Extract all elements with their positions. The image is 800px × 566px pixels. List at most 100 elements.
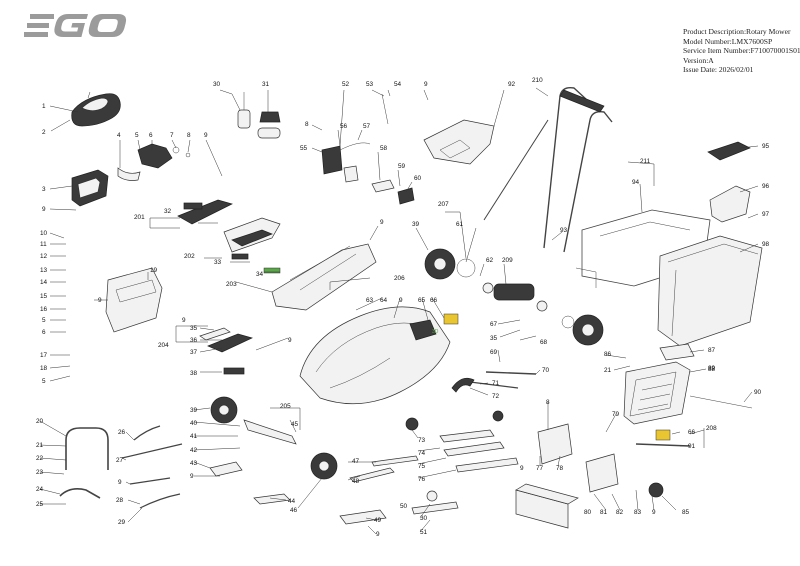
part-lower-handle-tube	[65, 427, 109, 470]
part-77-plate	[537, 423, 573, 465]
callout-202: 202	[184, 253, 195, 260]
callout-39: 39	[412, 221, 420, 228]
callout-40: 40	[190, 420, 198, 427]
part-38-label	[223, 367, 245, 375]
product-description: Product Description:Rotary Mower	[683, 27, 791, 36]
callout-26: 26	[118, 429, 126, 436]
callout-79: 79	[612, 411, 620, 418]
callout-39b: 39	[190, 407, 198, 414]
callout-44: 44	[288, 498, 296, 505]
callout-20: 20	[36, 418, 44, 425]
callout-5: 5	[42, 317, 46, 324]
callout-83: 83	[634, 509, 642, 516]
callout-9a: 9	[42, 206, 46, 213]
callout-211: 211	[640, 158, 651, 165]
callout-76: 76	[418, 476, 426, 483]
callout-73: 73	[418, 437, 426, 444]
callout-8a: 8	[187, 132, 191, 139]
callout-23: 23	[36, 469, 44, 476]
callout-21b: 21	[36, 442, 44, 449]
callout-9k: 9	[520, 465, 524, 472]
callout-66a: 66	[430, 297, 438, 304]
callout-68: 68	[540, 339, 548, 346]
callout-78: 78	[556, 465, 564, 472]
part-206-deck	[299, 306, 451, 405]
callout-64: 64	[380, 297, 388, 304]
part-205-height-bracket	[243, 419, 297, 445]
part-72-arc	[451, 377, 475, 393]
callout-91: 91	[688, 443, 696, 450]
part-209-gearbox	[482, 282, 548, 312]
callout-207: 207	[438, 201, 449, 208]
callout-35a: 35	[490, 335, 498, 342]
part-32-label	[183, 202, 203, 210]
part-control-board	[321, 93, 415, 205]
callout-5b: 5	[42, 378, 46, 385]
callout-54: 54	[394, 81, 402, 88]
part-73-gear	[405, 417, 419, 431]
callout-82: 82	[616, 509, 624, 516]
callout-27: 27	[116, 457, 124, 464]
callout-80: 80	[584, 509, 592, 516]
callout-203: 203	[226, 281, 237, 288]
callout-36: 36	[190, 337, 198, 344]
callout-29: 29	[118, 519, 126, 526]
part-ring-80	[561, 315, 575, 329]
callout-60: 60	[414, 175, 422, 182]
part-210-handle	[483, 86, 613, 253]
callout-19: 19	[150, 267, 158, 274]
callout-71: 71	[492, 380, 500, 387]
part-98-grass-bag	[657, 235, 763, 347]
callout-35b: 35	[190, 325, 198, 332]
callout-31: 31	[262, 81, 270, 88]
callout-4: 4	[117, 132, 121, 139]
callout-1: 1	[42, 103, 46, 110]
callout-49: 49	[374, 517, 382, 524]
callout-30a: 30	[213, 81, 221, 88]
callout-37: 37	[190, 349, 198, 356]
callout-43: 43	[190, 460, 198, 467]
callout-65: 65	[418, 297, 426, 304]
model-number: Model Number:LMX7600SP	[683, 36, 773, 46]
callout-51: 51	[420, 529, 428, 536]
callout-208: 208	[706, 425, 717, 432]
callout-81: 81	[600, 509, 608, 516]
part-96-cap	[709, 185, 751, 223]
callout-2: 2	[42, 129, 46, 136]
callout-34: 34	[256, 271, 264, 278]
callout-98: 98	[762, 241, 770, 248]
callout-9g: 9	[288, 337, 292, 344]
part-85-wheel-hub	[648, 482, 664, 498]
callout-9m: 9	[118, 479, 122, 486]
callout-95: 95	[762, 143, 770, 150]
part-battery-tray	[105, 267, 163, 333]
callout-57: 57	[363, 123, 371, 130]
callout-209: 209	[502, 257, 513, 264]
part-wheel-rear-left	[424, 248, 456, 280]
part-80-deflector-top	[515, 483, 579, 505]
part-44-plate	[253, 493, 291, 505]
part-66-warning-label-right	[655, 429, 671, 441]
part-50-blade	[411, 501, 459, 515]
callout-56: 56	[340, 123, 348, 130]
callout-12: 12	[40, 253, 48, 260]
callout-63: 63	[366, 297, 374, 304]
callout-24: 24	[36, 486, 44, 493]
callout-87: 87	[708, 347, 716, 354]
part-47-blade	[371, 455, 419, 467]
callout-59: 59	[398, 163, 406, 170]
callout-9j: 9	[376, 531, 380, 538]
service-item-number: Service Item Number:F710070001S01	[683, 46, 800, 56]
part-30-hub	[426, 490, 438, 502]
callout-53: 53	[366, 81, 374, 88]
part-29-link	[139, 493, 181, 509]
callout-206: 206	[394, 275, 405, 282]
part-95-handle	[707, 141, 751, 161]
callout-6b: 6	[149, 132, 153, 139]
callout-13: 13	[40, 267, 48, 274]
part-71-rod	[469, 381, 519, 389]
callout-97: 97	[762, 211, 770, 218]
callout-55: 55	[300, 145, 308, 152]
part-91-rod	[635, 443, 691, 447]
